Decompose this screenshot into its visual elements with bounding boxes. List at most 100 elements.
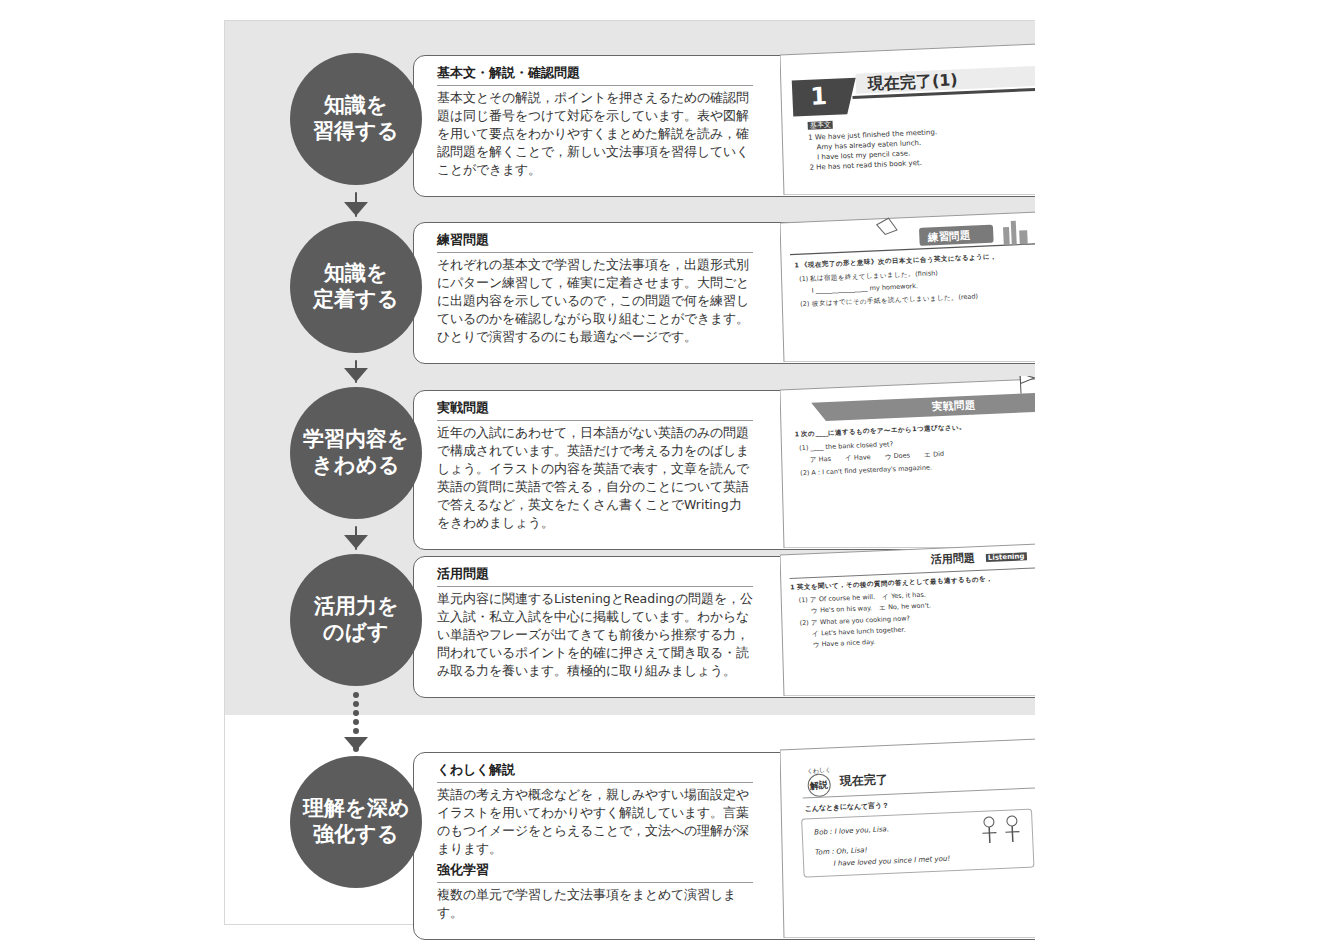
section-box: 1現在完了(1)基本文1 We have just finished the m… bbox=[413, 55, 1035, 197]
thumbnail-text: ウ Have a nice day. bbox=[812, 639, 875, 649]
thumbnail-decor bbox=[810, 376, 1035, 422]
section-heading: 強化学習 bbox=[437, 862, 753, 883]
flow-arrow bbox=[355, 193, 357, 216]
thumbnail-text: Tom : Oh, Lisa! bbox=[815, 846, 868, 856]
thumbnail-text: (2) 彼女はすでにその手紙を読んでしまいました。(read) bbox=[800, 293, 978, 308]
thumbnail-text: (2) A : I can't find yesterday's magazin… bbox=[800, 464, 932, 477]
thumbnail-text: ウ He's on his way. エ No, he won't. bbox=[811, 602, 931, 615]
section-text: 複数の単元で学習した文法事項をまとめて演習します。 bbox=[437, 886, 753, 922]
thumbnail-text: 現在完了(1) bbox=[868, 71, 958, 93]
text-column: 練習問題それぞれの基本文で学習した文法事項を，出題形式別にパターン練習して，確実… bbox=[437, 232, 753, 350]
dotted-flow-arrow bbox=[353, 695, 359, 751]
thumbnail-text: 1 bbox=[810, 83, 828, 111]
stage-circle: 活用力を のばす bbox=[290, 554, 422, 686]
section-box: 練習問題 1 《現在完了の形と意味》次の日本文に合う英文になるように，(1) 私は… bbox=[413, 222, 1035, 364]
thumbnail-page bbox=[780, 738, 1035, 938]
thumbnail-shape bbox=[877, 218, 898, 235]
thumbnail-content: 練習問題 1 《現在完了の形と意味》次の日本文に合う英文になるように，(1) 私は… bbox=[780, 209, 1035, 362]
thumbnail-text: Listening bbox=[986, 552, 1027, 562]
thumbnail-shape bbox=[1019, 230, 1028, 244]
thumbnail-content: 1現在完了(1)基本文1 We have just finished the m… bbox=[780, 41, 1035, 195]
thumbnail-shape bbox=[802, 809, 1034, 877]
thumbnail-text: くわしく bbox=[806, 767, 830, 775]
flow-arrow bbox=[355, 527, 357, 549]
thumbnail-decor bbox=[789, 211, 1035, 255]
page-thumbnail: 1現在完了(1)基本文1 We have just finished the m… bbox=[780, 41, 1035, 195]
page-thumbnail: 実戦問題1 次の____に適するものをア〜エから1つ選びなさい。(1) ____… bbox=[780, 376, 1035, 548]
thumbnail-text: 解説 bbox=[810, 780, 828, 791]
stage-circle: 理解を深め 強化する bbox=[290, 756, 422, 888]
thumbnail-shape bbox=[919, 225, 994, 246]
text-column: くわしく解説英語の考え方や概念などを，親しみやすい場面設定やイラストを用いてわか… bbox=[437, 762, 753, 926]
page-thumbnail: 練習問題 1 《現在完了の形と意味》次の日本文に合う英文になるように，(1) 私は… bbox=[780, 209, 1035, 362]
section-text: 近年の入試にあわせて，日本語がない英語のみの問題で構成されています。英語だけで考… bbox=[437, 424, 753, 532]
thumbnail-shape bbox=[790, 243, 1035, 255]
stage-circle: 学習内容を きわめる bbox=[290, 387, 422, 519]
text-column: 実戦問題近年の入試にあわせて，日本語がない英語のみの問題で構成されています。英語… bbox=[437, 400, 753, 536]
thumbnail-decor bbox=[792, 65, 1035, 117]
thumbnail-text: 1 《現在完了の形と意味》次の日本文に合う英文になるように， bbox=[794, 254, 997, 270]
thumbnail-text: こんなときになんて言う？ bbox=[805, 801, 889, 813]
thumbnail-decor bbox=[790, 567, 1035, 579]
thumbnail-shape bbox=[790, 567, 1035, 579]
thumbnail-shape bbox=[984, 817, 994, 827]
text-column: 基本文・解説・確認問題基本文とその解説，ポイントを押さえるための確認問題は同じ番… bbox=[437, 65, 753, 183]
page-thumbnail: くわしく解説 現在完了こんなときになんて言う？ Bob : I love you, … bbox=[780, 736, 1035, 938]
thumbnail-page bbox=[780, 211, 1035, 362]
thumbnail-shape bbox=[982, 832, 996, 834]
section-text: 単元内容に関連するListeningとReadingの問題を，公立入試・私立入試… bbox=[437, 590, 753, 680]
thumbnail-text: 活用問題 bbox=[931, 553, 976, 568]
thumbnail-text: 練習問題 bbox=[927, 229, 971, 243]
section-heading: 活用問題 bbox=[437, 566, 753, 587]
thumbnail-shape bbox=[1005, 831, 1019, 833]
stage-circle: 知識を 定着する bbox=[290, 221, 422, 353]
thumbnail-text: 1 英文を聞いて，その後の質問の答えとして最も適するものを， bbox=[790, 576, 993, 592]
thumbnail-text: 実戦問題 bbox=[931, 399, 975, 413]
stage-label: 知識を 定着する bbox=[296, 261, 416, 312]
thumbnail-text: (2) ア What are you cooking now? bbox=[799, 615, 910, 627]
thumbnail-decor bbox=[800, 764, 1035, 877]
section-heading: くわしく解説 bbox=[437, 762, 753, 783]
thumbnail-content: 実戦問題1 次の____に適するものをア〜エから1つ選びなさい。(1) ____… bbox=[780, 376, 1035, 548]
thumbnail-art bbox=[780, 736, 1035, 938]
thumbnail-shape bbox=[988, 827, 990, 843]
stage-label: 理解を深め 強化する bbox=[296, 796, 416, 847]
thumbnail-content: くわしく解説 現在完了こんなときになんて言う？ Bob : I love you, … bbox=[780, 736, 1035, 938]
thumbnail-text: I ________________ my homework. bbox=[811, 283, 918, 295]
thumbnail-shape bbox=[811, 392, 1035, 422]
section-box: 活用問題Listening1 英文を聞いて，その後の質問の答えとして最も適するも… bbox=[413, 556, 1035, 698]
section-heading: 基本文・解説・確認問題 bbox=[437, 65, 753, 86]
section-text: 基本文とその解説，ポイントを押さえるための確認問題は同じ番号をつけて対応を示して… bbox=[437, 89, 753, 179]
thumbnail-shape bbox=[1011, 826, 1013, 842]
thumbnail-shape bbox=[1020, 376, 1034, 384]
thumbnail-shape bbox=[1003, 227, 1010, 245]
thumbnail-art bbox=[780, 41, 1035, 195]
thumbnail-text: I have loved you since I met you! bbox=[833, 855, 950, 868]
thumbnail-text: 現在完了 bbox=[840, 773, 889, 789]
thumbnail-shape bbox=[792, 78, 858, 117]
thumbnail-page bbox=[780, 43, 1035, 195]
thumbnail-shape bbox=[1011, 221, 1017, 245]
thumbnail-text: Bob : I love you, Lisa. bbox=[814, 825, 889, 836]
thumbnail-shape bbox=[1007, 816, 1017, 826]
flow-arrow bbox=[355, 361, 357, 382]
section-heading: 実戦問題 bbox=[437, 400, 753, 421]
thumbnail-page bbox=[780, 543, 1035, 696]
text-column: 活用問題単元内容に関連するListeningとReadingの問題を，公立入試・… bbox=[437, 566, 753, 684]
stage-label: 学習内容を きわめる bbox=[296, 427, 416, 478]
section-text: 英語の考え方や概念などを，親しみやすい場面設定やイラストを用いてわかりやすく解説… bbox=[437, 786, 753, 858]
page-stage: 知識を 習得する1現在完了(1)基本文1 We have just finish… bbox=[0, 0, 1035, 945]
thumbnail-text: (1) 私は宿題を終えてしまいました。(finish) bbox=[799, 270, 938, 284]
thumbnail-shape bbox=[803, 787, 1035, 798]
section-box: 実戦問題1 次の____に適するものをア〜エから1つ選びなさい。(1) ____… bbox=[413, 390, 1035, 550]
thumbnail-text: ア Has イ Have ウ Does エ Did bbox=[810, 451, 945, 464]
section-box: くわしく解説現在完了こんなときになんて言う？Bob : I love you, … bbox=[413, 752, 1035, 940]
section-text: それぞれの基本文で学習した文法事項を，出題形式別にパターン練習して，確実に定着さ… bbox=[437, 256, 753, 346]
page-thumbnail: 活用問題 Listening 1 英文を聞いて，その後の質問の答えとして最も適するも… bbox=[780, 541, 1035, 696]
stage-label: 活用力を のばす bbox=[296, 594, 416, 645]
thumbnail-content: 活用問題 Listening 1 英文を聞いて，その後の質問の答えとして最も適するも… bbox=[780, 541, 1035, 696]
thumbnail-text: 1 次の____に適するものをア〜エから1つ選びなさい。 bbox=[794, 424, 965, 439]
stage-circle: 知識を 習得する bbox=[290, 53, 422, 185]
stage-label: 知識を 習得する bbox=[296, 93, 416, 144]
thumbnail-shape bbox=[808, 774, 831, 797]
